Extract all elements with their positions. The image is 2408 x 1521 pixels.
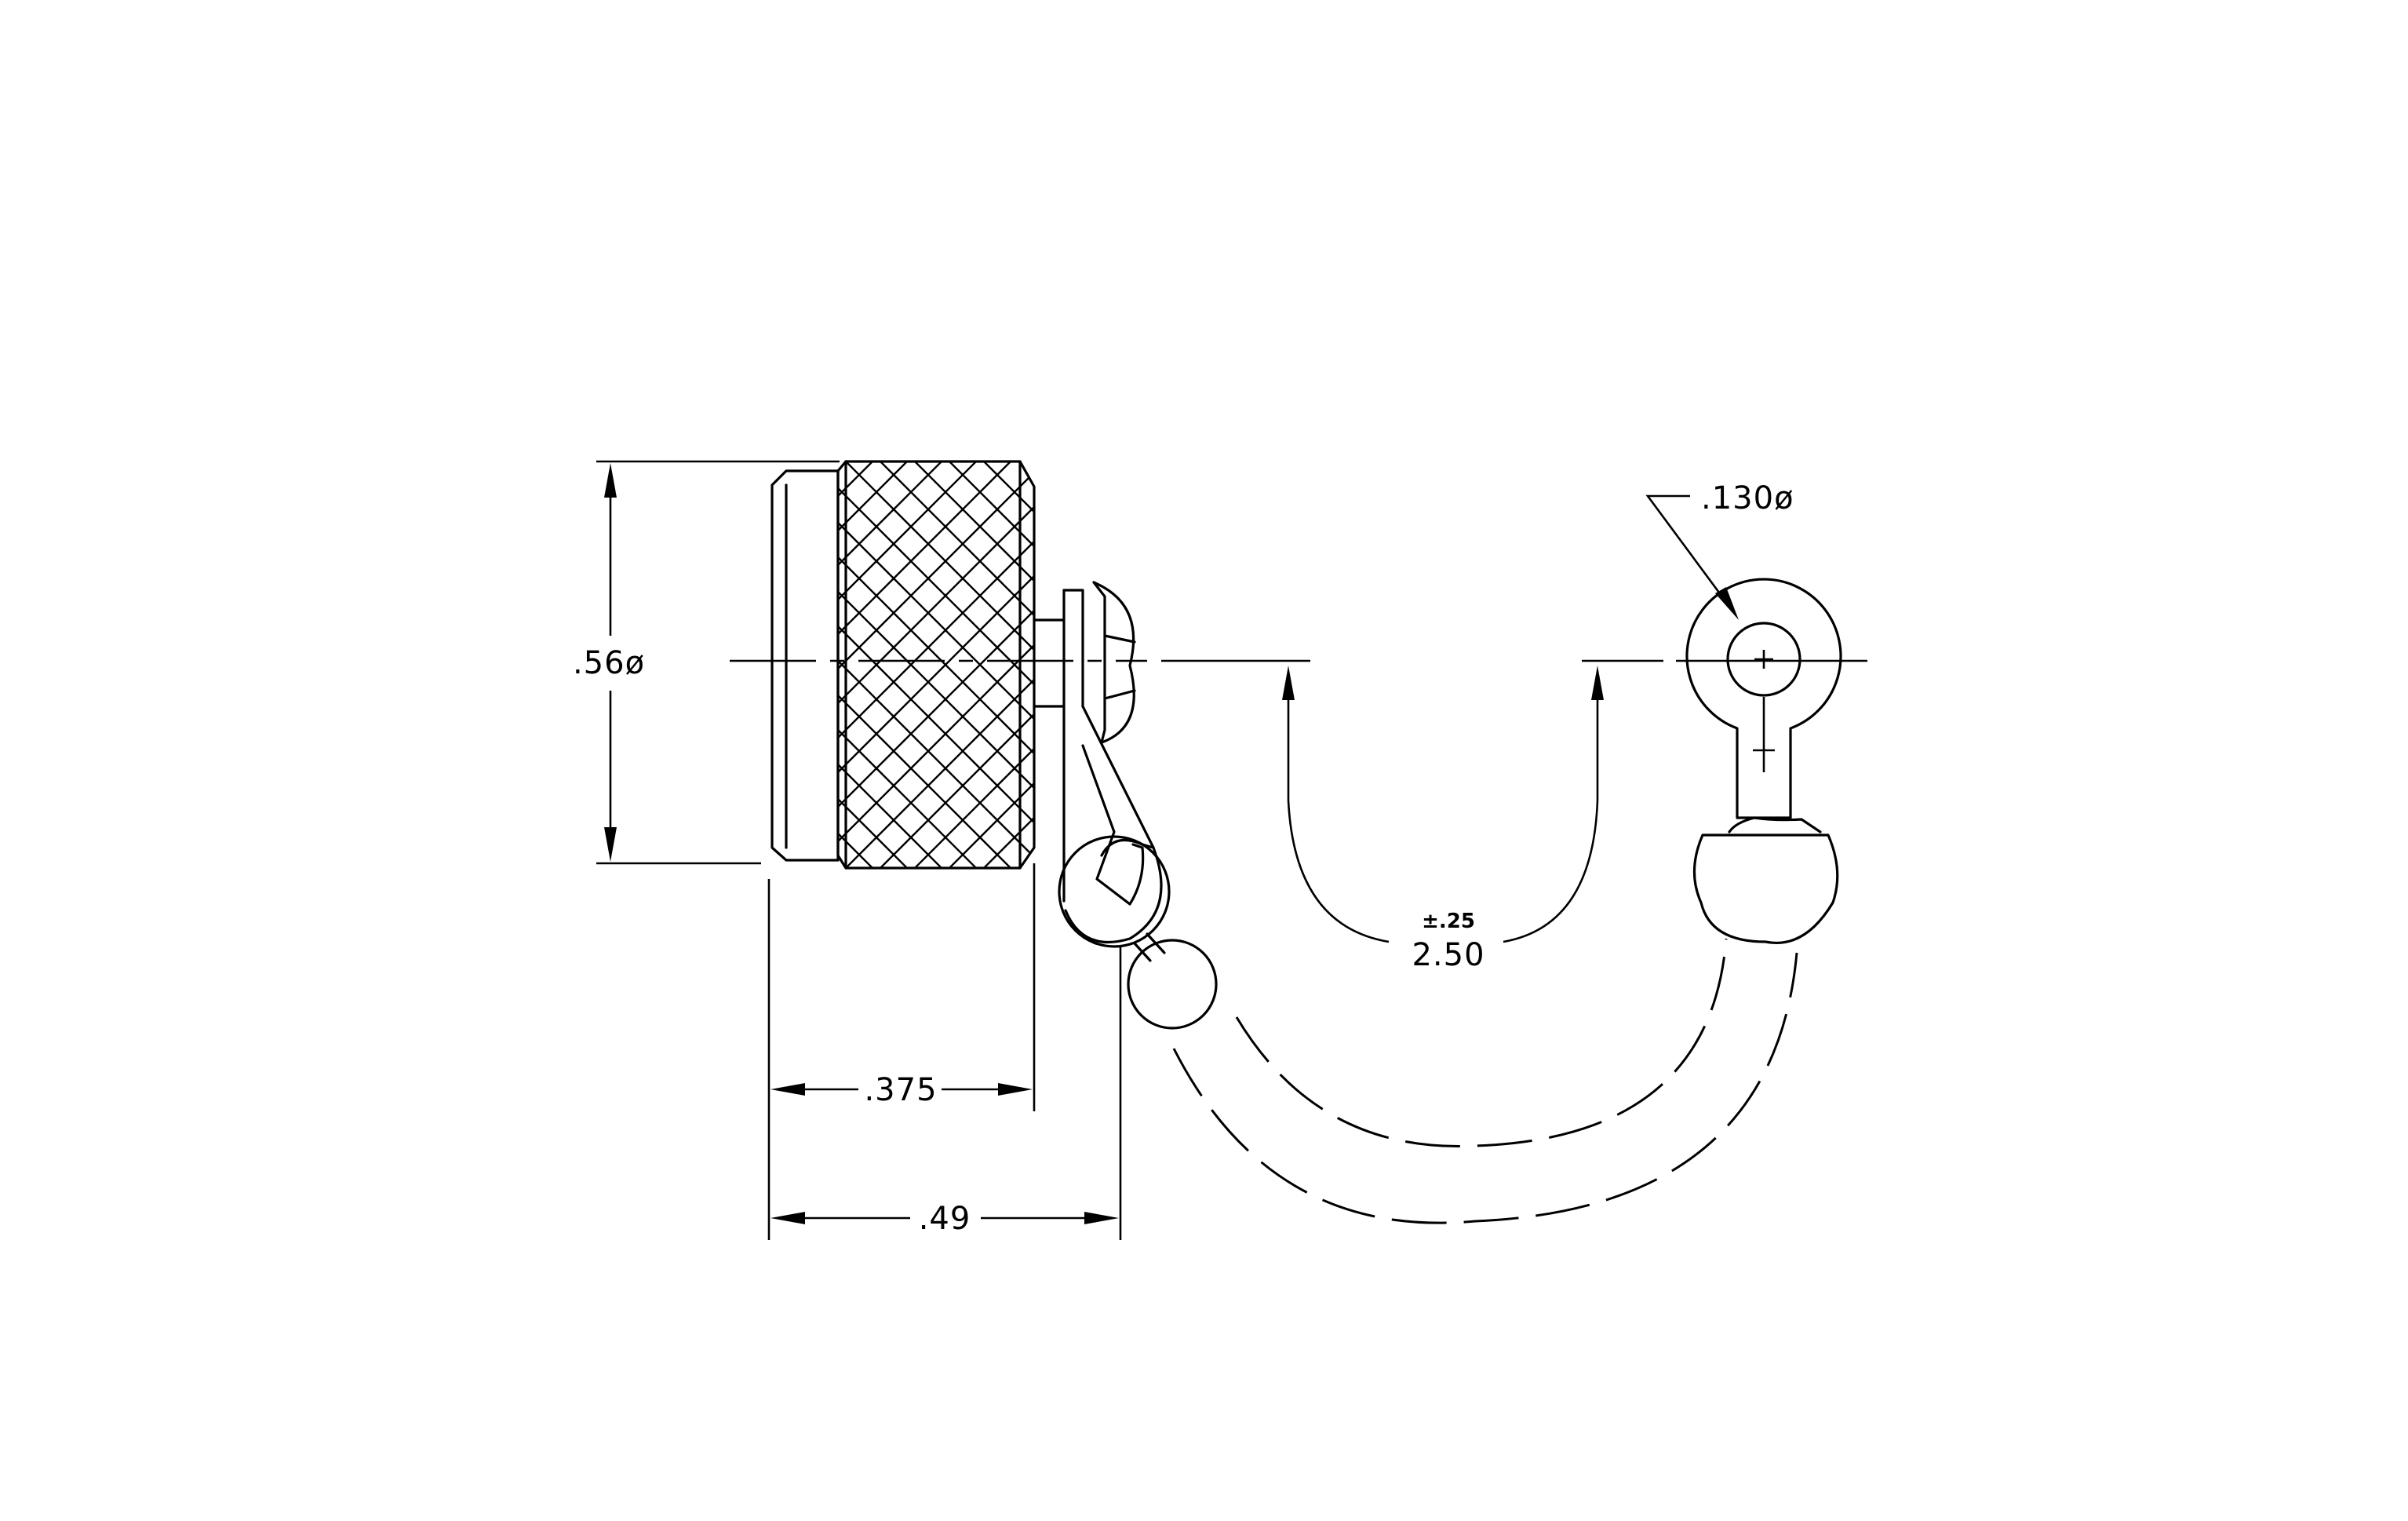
knurl-line	[838, 461, 977, 868]
dome-line-2	[1103, 689, 1136, 700]
knurl-line	[1433, 461, 1839, 868]
arrow-right	[998, 1083, 1033, 1096]
knurl-line	[914, 461, 1034, 868]
knurl-line	[838, 461, 1034, 868]
cap-body	[770, 460, 1839, 870]
clip-spring-arm	[1064, 705, 1163, 944]
knurl-line	[838, 461, 908, 868]
knurl-line	[838, 461, 908, 868]
chain-dimension-arc-right	[1503, 684, 1599, 943]
chain-bead-right	[1692, 833, 1839, 944]
dimension-knurl-length: .375	[767, 863, 1036, 1240]
knurl-line	[1087, 461, 1494, 868]
knurl-line	[1329, 461, 1736, 868]
bead-chain	[1127, 816, 1839, 1224]
dimension-cap-diameter: .56ø	[573, 460, 840, 865]
clip-dome-head	[1092, 581, 1135, 744]
knurl-line	[1398, 461, 1805, 868]
dimension-label-hole-diameter: .130ø	[1701, 480, 1794, 516]
dimension-label-overall-length: .49	[919, 1201, 971, 1237]
knurl-line	[845, 461, 1034, 868]
knurl-line	[838, 461, 1034, 868]
knurl-line	[838, 461, 942, 868]
arrow-left	[770, 1083, 805, 1096]
knurled-section	[836, 460, 1036, 870]
knurl-line	[1433, 461, 1839, 868]
arrow-down	[604, 827, 617, 862]
eyelet-hole	[1726, 622, 1801, 697]
knurl-line	[838, 461, 977, 868]
knurl-line	[838, 461, 873, 868]
knurl-line	[1122, 461, 1528, 868]
knurl-line	[838, 461, 1034, 868]
chain-dimension-arc-left	[1287, 684, 1390, 943]
chain-inner-hidden-line	[1235, 938, 1728, 1148]
dimension-hole-diameter: .130ø	[1645, 480, 1794, 620]
cap-collar	[770, 469, 840, 862]
knurl-line	[1226, 461, 1632, 868]
knurl-line	[1191, 461, 1597, 868]
knurl-line	[838, 461, 873, 868]
knurl-line	[1364, 461, 1770, 868]
arrow-chain-right	[1591, 666, 1604, 700]
knurl-line	[1053, 461, 1459, 868]
knurl-line	[1295, 461, 1701, 868]
knurl-line	[1053, 461, 1459, 868]
knurl-line	[914, 461, 1034, 868]
chain-bead-left	[1127, 939, 1218, 1030]
knurl-line	[845, 461, 1034, 868]
knurl-line	[838, 461, 1011, 868]
knurl-line	[838, 461, 1034, 868]
knurl-line	[1157, 461, 1563, 868]
arrow-overall-right	[1084, 1212, 1119, 1224]
knurl-crosshatch	[838, 461, 1839, 868]
leader-line-hole	[1645, 494, 1734, 611]
clip-dome-base	[1092, 581, 1106, 744]
bead-right-top-arc-2	[1728, 816, 1756, 833]
knurl-line	[1087, 461, 1494, 868]
bead-right-top-arc	[1753, 816, 1822, 833]
arrow-chain-left	[1282, 666, 1295, 700]
knurl-line	[1157, 461, 1563, 868]
dimension-tolerance-chain: ±.25	[1422, 910, 1475, 933]
knurl-line	[1122, 461, 1528, 868]
knurl-line	[880, 461, 1034, 868]
dimension-chain-length: ±.25 2.50	[1282, 666, 1604, 973]
knurl-line	[1260, 461, 1667, 868]
knurl-line	[949, 461, 1034, 868]
knurl-line	[1018, 461, 1034, 868]
knurl-line	[838, 461, 1011, 868]
clip-inner-loop	[1081, 744, 1145, 906]
leader-arrow-hole	[1715, 587, 1739, 620]
knurl-line	[949, 461, 1034, 868]
knurl-line	[838, 461, 1034, 868]
knurl-line	[1260, 461, 1667, 868]
knurl-line	[1018, 461, 1034, 868]
knurl-line	[1295, 461, 1701, 868]
knurl-line	[983, 461, 1034, 868]
knurl-line	[1398, 461, 1805, 868]
knurl-line	[1364, 461, 1770, 868]
dome-line-1	[1103, 634, 1136, 644]
knurl-line	[1191, 461, 1597, 868]
retainer-clip	[1033, 581, 1171, 948]
eyelet-outline	[1685, 578, 1842, 819]
chain-outer-hidden-line	[1172, 952, 1798, 1224]
dimension-label-knurl-length: .375	[864, 1072, 937, 1108]
arrow-up	[604, 463, 617, 498]
arrow-overall-left	[770, 1212, 805, 1224]
dimension-label-chain-length: 2.50	[1412, 937, 1485, 973]
knurl-line	[1226, 461, 1632, 868]
clip-upper-bracket	[1062, 589, 1084, 708]
knurl-line	[880, 461, 1034, 868]
knurl-line	[838, 461, 1034, 868]
knurl-line	[838, 461, 942, 868]
dimension-overall-length: .49	[770, 947, 1122, 1240]
eyelet-ring	[1685, 578, 1842, 819]
clip-ring	[1058, 835, 1171, 948]
knurl-line	[1329, 461, 1736, 868]
dimension-label-diameter: .56ø	[573, 645, 645, 681]
knurl-line	[983, 461, 1034, 868]
